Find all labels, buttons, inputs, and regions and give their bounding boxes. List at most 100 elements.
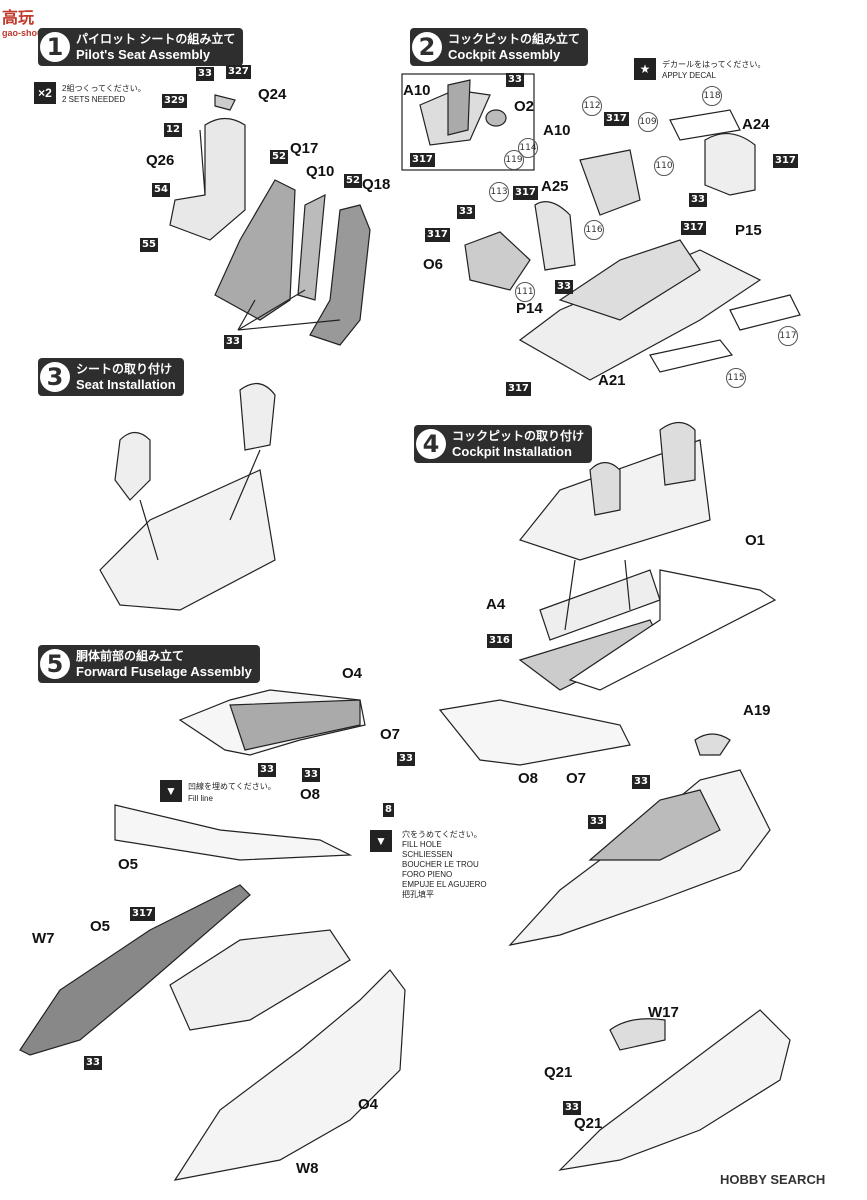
paint-code: 33	[84, 1056, 102, 1070]
paint-code: 33	[563, 1101, 581, 1115]
decal-number: 116	[584, 220, 604, 240]
part-o2: O2	[514, 98, 535, 115]
paint-code: 317	[604, 112, 629, 126]
step-3-number: 3	[40, 362, 70, 392]
part-q21-top: Q21	[544, 1064, 573, 1081]
step-3-title-en: Seat Installation	[76, 377, 176, 392]
step-5-number: 5	[40, 649, 70, 679]
watermark-url: gao-shou.com	[2, 28, 64, 38]
part-q17: Q17	[290, 140, 319, 157]
part-w17: W17	[648, 1004, 679, 1021]
paint-code: 33	[632, 775, 650, 789]
part-a24: A24	[742, 116, 770, 133]
part-a10-right: A10	[543, 122, 571, 139]
paint-code: 317	[513, 186, 538, 200]
fill-hole-line: SCHLIESSEN	[402, 850, 453, 859]
paint-code: 33	[196, 67, 214, 81]
paint-code: 33	[555, 280, 573, 294]
hobby-search-text: HOBBY SEARCH	[720, 1172, 826, 1187]
decal-number: 119	[504, 150, 524, 170]
part-a21: A21	[598, 372, 626, 389]
part-o4-bottom: O4	[358, 1096, 379, 1113]
decal-number: 112	[582, 96, 602, 116]
step-4-header: 4 コックピットの取り付け Cockpit Installation	[414, 425, 593, 463]
step-1-title-en: Pilot's Seat Assembly	[76, 47, 211, 62]
paint-code: 316	[487, 634, 512, 648]
part-a25: A25	[541, 178, 569, 195]
decal-number: 115	[726, 368, 746, 388]
part-p14: P14	[516, 300, 543, 317]
part-a19: A19	[743, 702, 771, 719]
paint-code: 327	[226, 65, 251, 79]
paint-code: 33	[689, 193, 707, 207]
part-o8-right: O8	[518, 770, 539, 787]
paint-code: 12	[164, 123, 182, 137]
x2-badge: ×2	[34, 82, 56, 104]
step-5-header: 5 胴体前部の組み立て Forward Fuselage Assembly	[38, 645, 260, 683]
part-o8-left: O8	[300, 786, 321, 803]
step-2-number: 2	[412, 32, 442, 62]
paint-code: 33	[302, 768, 320, 782]
paint-code: 317	[681, 221, 706, 235]
step-3-title-jp: シートの取り付け	[76, 362, 173, 376]
step-1-title-jp: パイロット シートの組み立て	[76, 32, 236, 46]
fill-hole-line: FILL HOLE	[402, 840, 442, 849]
decal-number: 118	[702, 86, 722, 106]
fill-hole-line: FORO PIENO	[402, 870, 453, 879]
part-a10-left: A10	[403, 82, 431, 99]
paint-code: 33	[224, 335, 242, 349]
step-2-title-jp: コックピットの組み立て	[448, 32, 581, 46]
part-o5-top: O5	[118, 856, 139, 873]
decal-number: 110	[654, 156, 674, 176]
part-o4-top: O4	[342, 665, 363, 682]
fill-line-icon: ▼	[160, 780, 182, 802]
paint-code: 33	[506, 73, 524, 87]
part-o6: O6	[423, 256, 444, 273]
x2-note-jp: 2組つくってください。	[62, 84, 146, 93]
paint-code: 55	[140, 238, 158, 252]
fill-hole-notes: 穴をうめてください。 FILL HOLE SCHLIESSEN BOUCHER …	[402, 830, 487, 900]
step-2-title-en: Cockpit Assembly	[448, 47, 561, 62]
paint-code: 8	[383, 803, 394, 817]
step-1-header: 1 パイロット シートの組み立て Pilot's Seat Assembly	[38, 28, 244, 66]
part-a4: A4	[486, 596, 506, 613]
part-q24: Q24	[258, 86, 287, 103]
fill-hole-line: EMPUJE EL AGUJERO	[402, 880, 487, 889]
paint-code: 33	[588, 815, 606, 829]
step-1-number: 1	[40, 32, 70, 62]
watermark-title: 高玩	[2, 10, 35, 27]
paint-code: 317	[773, 154, 798, 168]
decal-number: 109	[638, 112, 658, 132]
part-q10: Q10	[306, 163, 335, 180]
fill-hole-line: BOUCHER LE TROU	[402, 860, 479, 869]
star-icon: ★	[634, 58, 656, 80]
decal-number: 111	[515, 282, 535, 302]
fill-line-en: Fill line	[188, 794, 213, 803]
step-5-title-en: Forward Fuselage Assembly	[76, 664, 252, 679]
paint-code: 317	[410, 153, 435, 167]
decal-number: 114	[518, 138, 538, 158]
part-o7-right: O7	[566, 770, 587, 787]
paint-code: 52	[270, 150, 288, 164]
hobby-search-logo: HOBBY SEARCH	[720, 1172, 825, 1187]
apply-decal-en: APPLY DECAL	[662, 71, 716, 80]
x2-note-en: 2 SETS NEEDED	[62, 95, 126, 104]
step-4-title-en: Cockpit Installation	[452, 444, 572, 459]
part-o7-left: O7	[380, 726, 401, 743]
part-p15: P15	[735, 222, 762, 239]
part-q26: Q26	[146, 152, 175, 169]
paint-code: 33	[258, 763, 276, 777]
step-3-header: 3 シートの取り付け Seat Installation	[38, 358, 184, 396]
part-w8: W8	[296, 1160, 319, 1177]
paint-code: 317	[506, 382, 531, 396]
paint-code: 33	[457, 205, 475, 219]
part-o5-bottom: O5	[90, 918, 111, 935]
fill-hole-line: 把孔填平	[402, 890, 434, 899]
paint-code: 52	[344, 174, 362, 188]
paint-code: 33	[397, 752, 415, 766]
fill-hole-icon: ▼	[370, 830, 392, 852]
part-w7: W7	[32, 930, 55, 947]
paint-code: 317	[425, 228, 450, 242]
part-q21-bottom: Q21	[574, 1115, 603, 1132]
